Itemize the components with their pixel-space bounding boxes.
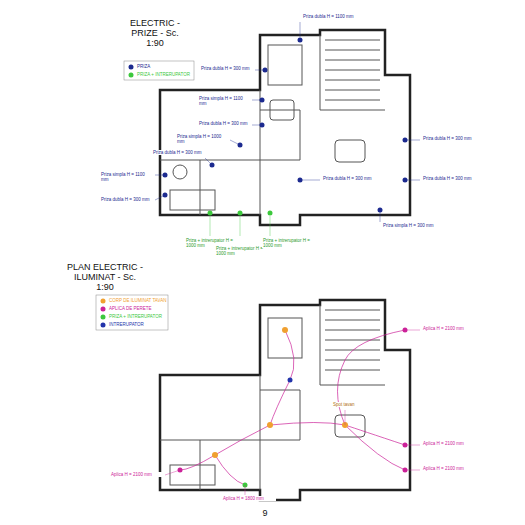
outlet-note: Priza dubla H = 300 mm <box>198 121 252 126</box>
legend-text: PRIZA <box>137 64 150 70</box>
partitions-bottom <box>160 305 385 490</box>
legend-frame <box>96 295 168 330</box>
legend-item: PRIZA + INTRERUPATOR <box>100 314 162 320</box>
outlet-note: Priza dubla H = 300 mm <box>322 176 376 181</box>
legend-text: PRIZA + INTRERUPATOR <box>137 72 190 78</box>
legend-swatch <box>128 72 134 78</box>
outlet-note: Priza dubla H = 300 mm <box>422 176 476 181</box>
plan-title: PLAN ELECTRIC - ILUMINAT - Sc. 1:90 <box>65 262 145 292</box>
legend-text: APLICA DE PERETE <box>109 306 152 312</box>
outlet-note: Priza dubla H = 300 mm <box>100 197 154 202</box>
legend-swatch <box>100 306 106 312</box>
outlet-note: Priza simpla H = 1000 mm <box>176 134 230 144</box>
outlet-note: Priza dubla H = 300 mm <box>422 136 476 141</box>
outlet-note: Priza + intrerupator H = 1000 mm <box>262 238 316 248</box>
legend-frame <box>124 61 194 80</box>
legend-item: PRIZA + INTRERUPATOR <box>128 72 190 78</box>
outlet-note: Priza simpla H = 300 mm <box>382 223 436 228</box>
legend-item: CORP DE ILUMINAT TAVAN <box>100 298 166 304</box>
outlet-note: Priza dubla H = 1100 mm <box>302 14 356 19</box>
leader-lines <box>155 22 420 236</box>
outlet-note: Priza dubla H = 300 mm <box>200 66 254 71</box>
walls-top <box>160 30 410 225</box>
leader-lines-bottom <box>165 330 420 495</box>
outlet-note: Spot tavan <box>332 402 386 407</box>
outlet-note: Priza simpla H = 1100 mm <box>100 172 154 182</box>
socket-symbols <box>163 38 408 216</box>
legend-swatch <box>128 64 134 70</box>
legend-swatch <box>100 322 106 328</box>
legend-swatch <box>100 314 106 320</box>
legend-text: CORP DE ILUMINAT TAVAN <box>109 298 166 304</box>
outlet-note: Aplica H = 2100 mm <box>422 441 476 446</box>
outlet-note: Priza simpla H = 1100 mm <box>198 96 252 106</box>
plan-title: ELECTRIC - PRIZE - Sc. 1:90 <box>125 18 185 48</box>
outlet-note: Aplica H = 1800 mm <box>222 496 276 501</box>
walls-bottom <box>160 300 410 500</box>
legend-text: PRIZA + INTRERUPATOR <box>109 314 162 320</box>
legend-text: INTRERUPATOR <box>109 322 144 328</box>
outlet-note: Aplica H = 2100 mm <box>110 472 164 477</box>
lighting-wires <box>180 330 405 485</box>
outlet-note: Aplica H = 2100 mm <box>422 466 476 471</box>
legend-swatch <box>100 298 106 304</box>
outlet-note: Aplica H = 2100 mm <box>422 326 476 331</box>
page-number: 9 <box>258 508 272 518</box>
legend-item: APLICA DE PERETE <box>100 306 152 312</box>
outlet-note: Priza + intrerupator H = 1000 mm <box>215 246 269 256</box>
light-symbols <box>178 327 408 488</box>
legend-item: PRIZA <box>128 64 150 70</box>
legend-item: INTRERUPATOR <box>100 322 144 328</box>
outlet-note: Priza dubla H = 300 mm <box>152 150 206 155</box>
